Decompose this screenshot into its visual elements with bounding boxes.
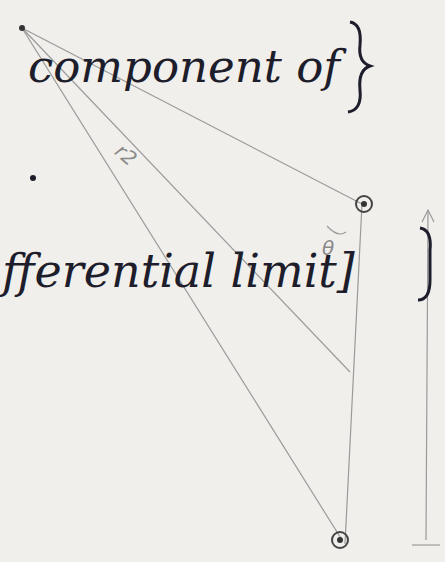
distance-label: r2 xyxy=(112,140,141,169)
dimension-line xyxy=(426,210,428,540)
dimension-arrowhead xyxy=(422,210,434,222)
angle-arc xyxy=(327,226,346,234)
handwritten-text: fferential limit] xyxy=(2,248,355,294)
field-point xyxy=(19,25,25,31)
ink-dot xyxy=(30,175,36,181)
line-to-midpoint xyxy=(22,28,350,372)
ink-brace xyxy=(348,22,370,112)
upper-charge xyxy=(356,196,372,212)
angle-label: θ xyxy=(322,238,334,258)
line-to-upper-charge xyxy=(22,28,362,204)
lower-charge xyxy=(332,532,348,548)
ink-bracket xyxy=(418,228,430,300)
handwritten-text: component of xyxy=(28,44,340,89)
dimension-tick xyxy=(412,544,440,545)
